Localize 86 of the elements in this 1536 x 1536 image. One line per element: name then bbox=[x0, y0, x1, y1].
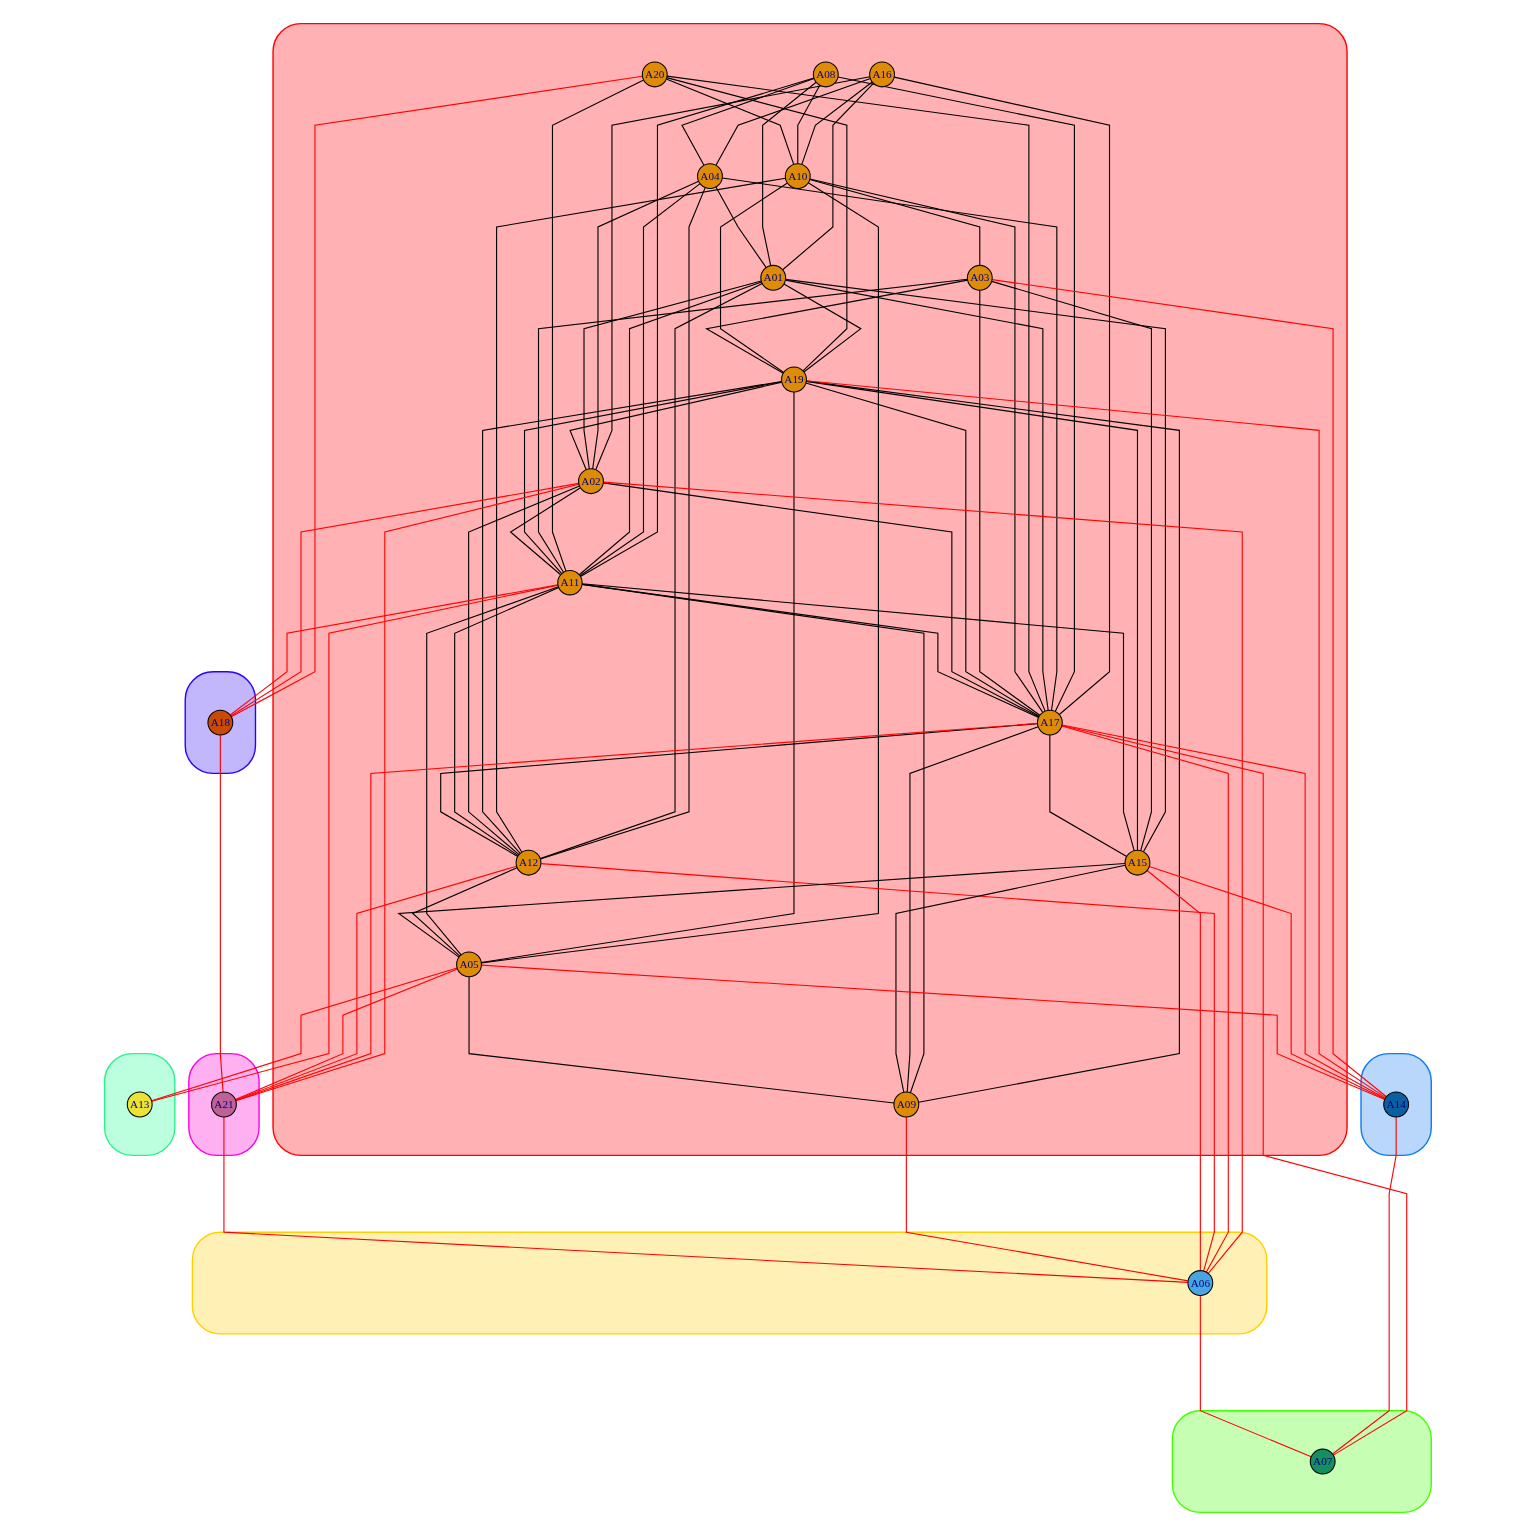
connector bbox=[715, 186, 767, 269]
connector bbox=[785, 278, 1167, 853]
node-circle: A16 bbox=[869, 61, 896, 88]
connector bbox=[991, 279, 1388, 1098]
connector bbox=[454, 587, 560, 857]
node-circle: A01 bbox=[760, 264, 787, 291]
connector bbox=[715, 78, 871, 166]
node-circle: A04 bbox=[697, 163, 723, 190]
connector bbox=[906, 726, 1039, 1093]
connector bbox=[235, 722, 1039, 1101]
connector bbox=[805, 380, 1180, 1103]
node-circle: A05 bbox=[456, 951, 483, 978]
connector bbox=[805, 380, 1139, 851]
connector bbox=[762, 81, 817, 267]
connector bbox=[583, 280, 762, 470]
connector bbox=[1332, 1116, 1397, 1455]
connector bbox=[397, 863, 1126, 958]
connector bbox=[223, 1116, 1189, 1283]
cluster bbox=[1171, 1410, 1433, 1514]
connector bbox=[783, 283, 862, 373]
connector bbox=[411, 867, 518, 957]
connector bbox=[797, 84, 821, 165]
connector bbox=[801, 81, 873, 165]
connector bbox=[540, 863, 1215, 1272]
node-circle: A13 bbox=[126, 1091, 153, 1118]
node-circle: A15 bbox=[1124, 849, 1151, 876]
connector bbox=[552, 79, 645, 572]
connector bbox=[426, 586, 560, 956]
connector bbox=[991, 280, 1153, 852]
connector bbox=[230, 75, 644, 718]
node-circle: A08 bbox=[812, 61, 839, 88]
connector bbox=[666, 75, 1046, 712]
cluster bbox=[188, 1052, 260, 1157]
node-circle: A20 bbox=[641, 61, 668, 88]
connector bbox=[509, 487, 582, 576]
node-circle: A18 bbox=[207, 709, 234, 736]
node-circle: A10 bbox=[784, 163, 811, 190]
connector bbox=[837, 76, 1075, 712]
connector bbox=[1148, 866, 1386, 1100]
connector bbox=[895, 864, 1126, 1093]
connector bbox=[230, 482, 580, 717]
connector bbox=[1049, 734, 1128, 857]
connector bbox=[539, 282, 763, 860]
connector bbox=[151, 967, 458, 1102]
node-circle: A11 bbox=[557, 569, 583, 596]
connector bbox=[979, 289, 1041, 716]
connector bbox=[809, 178, 1044, 713]
connector bbox=[805, 382, 1040, 717]
node-circle: A21 bbox=[211, 1091, 237, 1118]
connector bbox=[809, 178, 981, 266]
connector bbox=[1199, 1294, 1312, 1458]
node-circle: A14 bbox=[1383, 1091, 1410, 1118]
connector bbox=[905, 1116, 1189, 1282]
cluster bbox=[191, 1231, 1268, 1335]
node-circle: A12 bbox=[515, 849, 542, 876]
connector bbox=[581, 583, 925, 1094]
connector bbox=[234, 968, 459, 1101]
connector bbox=[595, 76, 871, 471]
connector bbox=[666, 77, 848, 372]
cluster bbox=[1360, 1052, 1433, 1157]
node-circle: A03 bbox=[966, 264, 993, 291]
node-circle: A07 bbox=[1309, 1448, 1336, 1475]
connector bbox=[219, 734, 224, 1093]
cluster bbox=[272, 22, 1348, 1157]
cluster bbox=[103, 1052, 176, 1157]
connector bbox=[468, 976, 895, 1104]
connector bbox=[592, 180, 700, 470]
node-circle: A02 bbox=[578, 468, 604, 495]
node-circle: A09 bbox=[893, 1091, 920, 1118]
connector bbox=[480, 182, 879, 964]
node-circle: A19 bbox=[781, 366, 807, 393]
connector bbox=[681, 78, 815, 166]
connector bbox=[665, 78, 795, 165]
node-circle: A17 bbox=[1036, 709, 1063, 736]
connector bbox=[784, 279, 1049, 711]
connector bbox=[805, 380, 1387, 1099]
connector bbox=[1146, 869, 1201, 1272]
cluster bbox=[184, 671, 257, 775]
connector bbox=[235, 865, 518, 1101]
connector bbox=[581, 583, 1135, 852]
connector bbox=[721, 177, 1058, 711]
connector bbox=[1061, 725, 1229, 1273]
connector bbox=[229, 584, 559, 716]
connector bbox=[235, 483, 580, 1102]
node-circle: A06 bbox=[1187, 1270, 1214, 1296]
connector bbox=[151, 584, 559, 1102]
